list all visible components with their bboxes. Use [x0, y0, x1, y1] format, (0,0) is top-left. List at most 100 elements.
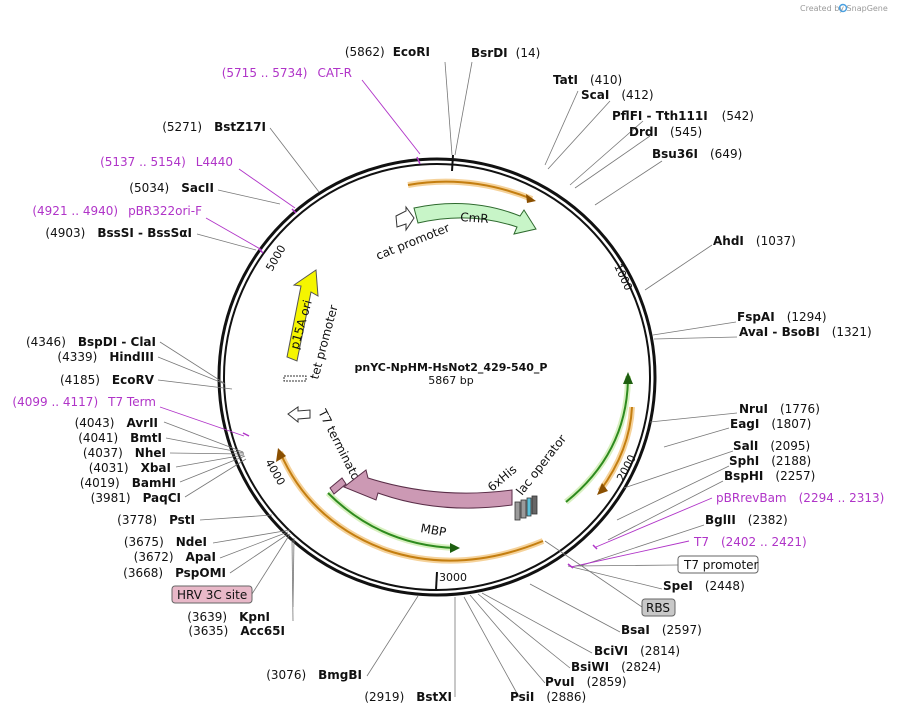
cmr-label: CmR	[460, 210, 489, 226]
tet-promoter-feature[interactable]	[283, 375, 307, 382]
hrv-box-bg	[171, 585, 253, 604]
linker-block[interactable]	[520, 499, 527, 519]
site-pvui[interactable]: PvuI(2859)	[545, 675, 627, 689]
orf-right-arrowhead	[597, 483, 608, 495]
snapgene-logo-icon	[838, 3, 848, 13]
site-hindiii[interactable]: (4339)HindIII	[57, 350, 154, 364]
site-pspomi[interactable]: (3668)PspOMI	[123, 566, 226, 580]
site-bmti[interactable]: (4041)BmtI	[78, 431, 162, 445]
site-leader-lines	[157, 61, 738, 698]
orf-bottom-arc[interactable]	[279, 451, 544, 562]
t7-promoter-box[interactable]: T7 promoter	[574, 555, 759, 574]
site-kpni[interactable]: (3639)KpnI	[187, 610, 270, 624]
primer-pbrrevbam[interactable]: pBRrevBam(2294 .. 2313)	[716, 491, 884, 505]
site-sacii[interactable]: (5034)SacII	[129, 181, 214, 195]
green-bottom-arc[interactable]	[327, 492, 456, 549]
cat-promoter-arrow[interactable]	[395, 205, 415, 232]
primer-l4440[interactable]: (5137 .. 5154)L4440	[100, 155, 233, 169]
p15a-ori-label: p15A ori	[287, 298, 314, 350]
t7-terminator-arrow[interactable]	[287, 406, 311, 424]
site-bglii[interactable]: BglII(2382)	[705, 513, 788, 527]
cat-promoter-label: cat promoter	[374, 220, 452, 262]
green-right-highlight	[564, 375, 631, 505]
p15a-ori-arrow[interactable]	[286, 269, 319, 362]
orf-top-highlight	[407, 178, 534, 202]
site-psti[interactable]: (3778)PstI	[117, 513, 195, 527]
site-bamhi[interactable]: (4019)BamHI	[80, 476, 176, 490]
lac-operator-label: lac operator	[513, 432, 569, 498]
rbs-label: RBS	[646, 601, 670, 615]
green-right-arc[interactable]	[565, 375, 629, 503]
site-bspdi-clai[interactable]: (4346)BspDI - ClaI	[26, 335, 156, 349]
site-labels-right: BsrDI(14) TatI(410) ScaI(412) PflFI - Tt…	[471, 46, 872, 704]
lac-operator-block[interactable]	[526, 497, 532, 517]
orf-bottom-arrowhead	[276, 448, 286, 462]
t7-promoter-box-bg	[677, 555, 759, 574]
site-ecorv[interactable]: (4185)EcoRV	[60, 373, 155, 387]
site-fspai[interactable]: FspAI(1294)	[737, 310, 827, 324]
tet-promoter-label: tet promoter	[307, 303, 340, 380]
primer-labels-left: (5715 .. 5734)CAT-R (5137 .. 5154)L4440 …	[12, 66, 352, 409]
tick-label-3000: 3000	[439, 571, 467, 584]
orf-top-arrowhead	[526, 194, 536, 203]
mbp-gene-arrow[interactable]	[343, 469, 513, 509]
site-sphi[interactable]: SphI(2188)	[729, 454, 811, 468]
green-right-arrowhead	[623, 372, 633, 384]
site-bcivi[interactable]: BciVI(2814)	[594, 644, 680, 658]
site-acc65i[interactable]: (3635)Acc65I	[188, 624, 285, 638]
his-tag-block[interactable]	[514, 501, 521, 521]
site-nhei[interactable]: (4037)NheI	[83, 446, 166, 460]
primer-leader-lines	[159, 79, 713, 568]
site-bstxi[interactable]: (2919)BstXI	[364, 690, 452, 704]
site-sali[interactable]: SalI(2095)	[733, 439, 810, 453]
site-apai[interactable]: (3672)ApaI	[134, 550, 216, 564]
primer-labels-right: pBRrevBam(2294 .. 2313) T7(2402 .. 2421)	[693, 491, 884, 549]
site-avrii[interactable]: (4043)AvrII	[75, 416, 158, 430]
primer-pbr322ori-f[interactable]: (4921 .. 4940)pBR322ori-F	[32, 204, 202, 218]
site-nrui[interactable]: NruI(1776)	[739, 402, 820, 416]
mbp-label: MBP	[419, 521, 447, 539]
green-bottom-arrowhead	[450, 543, 460, 553]
t7-terminator-label: T7 terminator	[315, 406, 365, 487]
origin-tick	[451, 154, 454, 172]
site-bmgbi[interactable]: (3076)BmgBI	[266, 668, 362, 682]
site-bsphi[interactable]: BspHI(2257)	[724, 469, 815, 483]
primer-cat-r[interactable]: (5715 .. 5734)CAT-R	[222, 66, 352, 80]
orf-right-arc[interactable]	[599, 406, 633, 492]
site-scai[interactable]: ScaI(412)	[581, 88, 654, 102]
t7-promoter-label: T7 promoter	[683, 558, 759, 572]
site-tati[interactable]: TatI(410)	[553, 73, 622, 87]
promoter-block[interactable]	[531, 495, 538, 515]
site-bsai[interactable]: BsaI(2597)	[621, 623, 702, 637]
site-drdi[interactable]: DrdI(545)	[629, 125, 702, 139]
site-ecori[interactable]: (5862)EcoRI	[345, 45, 430, 59]
site-spei[interactable]: SpeI(2448)	[663, 579, 745, 593]
backbone-outer-ring	[217, 157, 657, 597]
primer-t7-term[interactable]: (4099 .. 4117)T7 Term	[12, 395, 156, 409]
site-eagi[interactable]: EagI(1807)	[730, 417, 811, 431]
site-labels-left: (5862)EcoRI (2919)BstXI (3076)BmgBI (363…	[26, 45, 452, 704]
site-ahdi[interactable]: AhdI(1037)	[713, 234, 796, 248]
site-paqci[interactable]: (3981)PaqCI	[91, 491, 181, 505]
rbs-box-bg	[641, 598, 676, 617]
site-avai-bsobi[interactable]: AvaI - BsoBI(1321)	[739, 325, 872, 339]
site-pflfi-tth111i[interactable]: PflFI - Tth111I(542)	[612, 109, 754, 123]
site-psii[interactable]: PsiI(2886)	[510, 690, 586, 704]
cmr-gene-arrow[interactable]	[413, 203, 537, 235]
site-ndei[interactable]: (3675)NdeI	[124, 535, 207, 549]
hrv-label: HRV 3C site	[177, 588, 247, 602]
site-bsssi-bsssai[interactable]: (4903)BssSI - BssSαI	[45, 226, 192, 240]
site-xbai[interactable]: (4031)XbaI	[89, 461, 171, 475]
hrv-box[interactable]: HRV 3C site	[171, 533, 291, 604]
site-bstz17i[interactable]: (5271)BstZ17I	[162, 120, 266, 134]
site-bsu36i[interactable]: Bsu36I(649)	[652, 147, 742, 161]
primer-t7[interactable]: T7(2402 .. 2421)	[693, 535, 807, 549]
rbs-box[interactable]: RBS	[544, 540, 676, 617]
site-bsiwi[interactable]: BsiWI(2824)	[571, 660, 661, 674]
site-bsrdi[interactable]: BsrDI(14)	[471, 46, 540, 60]
small-pink-feature[interactable]	[329, 477, 347, 495]
plasmid-name: pnYC-NpHM-HsNot2_429-540_P	[355, 361, 548, 374]
orf-top-arc[interactable]	[407, 180, 533, 200]
